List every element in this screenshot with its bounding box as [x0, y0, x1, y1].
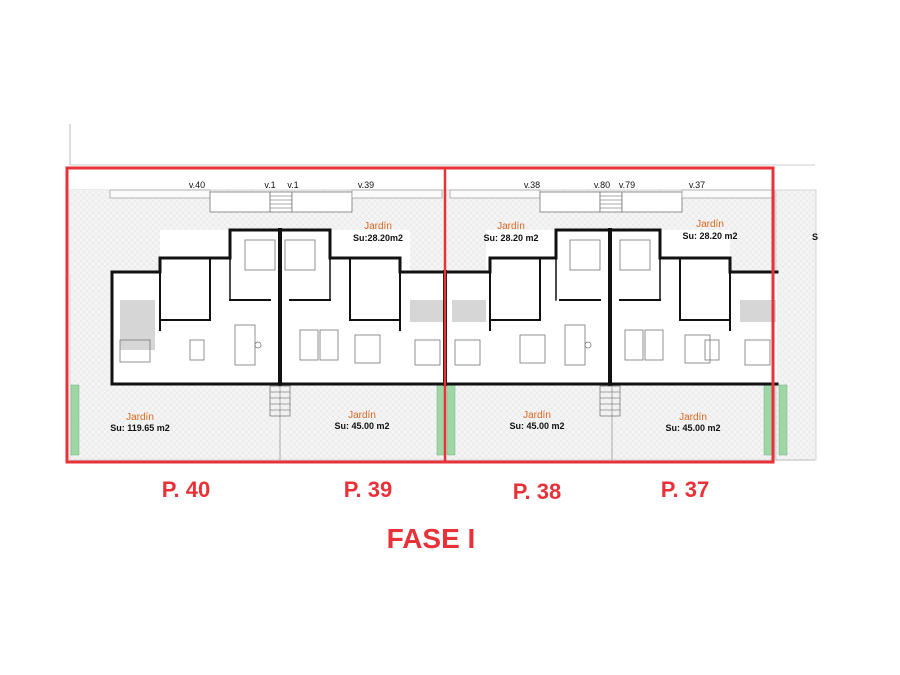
plot-labels: P. 40 P. 39 P. 38 P. 37	[162, 477, 710, 504]
bottom-garden-area: Su: 45.00 m2	[665, 423, 720, 433]
unit-label-v1-right: v.1	[287, 180, 298, 190]
plot-label-38: P. 38	[513, 479, 562, 504]
unit-label-v1-left: v.1	[264, 180, 275, 190]
bottom-garden-area: Su: 119.65 m2	[110, 423, 170, 433]
unit-label-v80: v.80	[594, 180, 610, 190]
unit-label-v79: v.79	[619, 180, 635, 190]
bottom-garden-area: Su: 45.00 m2	[509, 421, 564, 431]
unit-label-v39: v.39	[358, 180, 374, 190]
unit-label-v40: v.40	[189, 180, 205, 190]
phase-boundary-outline	[65, 166, 775, 464]
bottom-garden-label: Jardín	[523, 410, 551, 421]
bottom-garden-label: Jardín	[126, 412, 154, 423]
unit-label-v37: v.37	[689, 180, 705, 190]
phase-highlight	[65, 166, 775, 464]
bottom-garden-labels: Jardín Su: 119.65 m2 Jardín Su: 45.00 m2…	[110, 410, 720, 433]
plot-label-37: P. 37	[661, 477, 710, 502]
top-garden-label: Jardín	[696, 219, 724, 230]
plot-label-39: P. 39	[344, 477, 393, 502]
entrances	[109, 189, 775, 213]
unit-label-v38: v.38	[524, 180, 540, 190]
top-garden-area: Su: 28.20 m2	[682, 231, 737, 241]
top-garden-area: Su:28.20m2	[353, 233, 403, 243]
phase-title: FASE I	[387, 523, 476, 554]
top-garden-area: Su: 28.20 m2	[483, 233, 538, 243]
walls	[110, 228, 779, 386]
furniture	[119, 239, 771, 366]
plot-label-40: P. 40	[162, 477, 211, 502]
edge-fragment-label: S	[812, 232, 818, 242]
unit-labels: v.40 v.1 v.1 v.39 v.38 v.80 v.79 v.37 S	[189, 180, 818, 242]
bottom-garden-label: Jardín	[679, 412, 707, 423]
top-garden-labels: Jardín Su:28.20m2 Jardín Su: 28.20 m2 Ja…	[353, 219, 738, 243]
top-garden-label: Jardín	[364, 221, 392, 232]
bottom-garden-area: Su: 45.00 m2	[334, 421, 389, 431]
top-garden-label: Jardín	[497, 221, 525, 232]
bottom-garden-label: Jardín	[348, 410, 376, 421]
garden-steps	[269, 385, 621, 417]
